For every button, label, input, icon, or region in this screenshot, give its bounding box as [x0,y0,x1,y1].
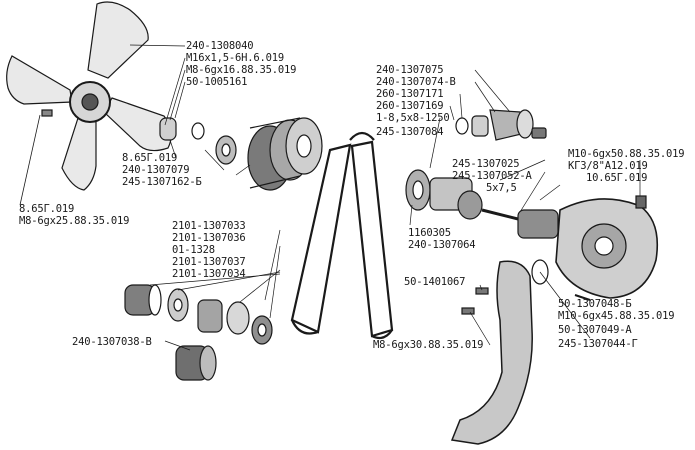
fan-blade-left [6,55,73,105]
label-bolt-m8-25: М8-6gх25.88.35.019 [19,215,130,227]
label-fan-washer: 50-1005161 [186,76,248,88]
fan-assembly [6,1,172,206]
lower-left-parts [124,284,273,381]
label-bolt-m10-45: М10-6gх45.88.35.019 [558,310,675,322]
label-rb-36: 2101-1307036 [172,232,246,244]
impeller-group [455,109,547,141]
label-pump-84: 245-1307084 [376,126,444,138]
bearing-shaft [405,169,559,239]
label-right-69: 260-1307169 [376,100,444,112]
fan-bolt [41,109,53,117]
label-pipe-44: 245-1307044-Г [558,338,638,350]
fan-spacers [159,117,237,165]
leader-lines [129,44,641,351]
pump-housing [555,195,659,301]
drive-belts [290,131,394,340]
label-fan-part: 240-1308040 [186,40,254,52]
fan-blade-top [87,1,149,79]
label-pulley-part: 245-1307162-Б [122,176,202,188]
label-washer-10: 10.65Г.019 [586,172,648,184]
label-key: 5х7,5 [486,182,517,194]
outlet-pipe [450,259,549,445]
label-pump-64: 240-1307064 [408,239,476,251]
label-hub-part: 240-1307079 [122,164,190,176]
label-bearing: 1160305 [408,227,451,239]
label-gasket-67: 50-1401067 [404,276,466,288]
label-bolt-m8-30: М8-6gх30.88.35.019 [373,339,484,351]
label-pump-52: 245-1307052-А [452,170,532,182]
label-rb-01: 01-1328 [172,244,215,256]
label-fan-nut: М16х1,5-6Н.6.019 [186,52,284,64]
pulley [247,117,323,191]
label-plug: КГ3/8"А12.019 [568,160,648,172]
label-rb-33: 2101-1307033 [172,220,246,232]
label-pump-25: 245-1307025 [452,158,520,170]
label-fan-bolt-top: М8-6gх16.88.35.019 [186,64,297,76]
label-right-74: 240-1307074-В [376,76,456,88]
label-washer-8-bottom: 8.65Г.019 [19,203,75,215]
label-oring: 1-8,5х8-1250 [376,112,450,124]
label-bolt-m10-50: М10-6gх50.88.35.019 [568,148,685,160]
label-right-71: 260-1307171 [376,88,444,100]
fan-blade-bottom [61,117,97,191]
label-washer-8-left: 8.65Г.019 [122,152,178,164]
label-cover-48: 50-1307048-Б [558,298,632,310]
label-pipe-49: 50-1307049-А [558,324,632,336]
label-rb-37: 2101-1307037 [172,256,246,268]
label-right-75: 240-1307075 [376,64,444,76]
label-bushing-38: 240-1307038-В [72,336,152,348]
label-rb-34: 2101-1307034 [172,268,246,280]
